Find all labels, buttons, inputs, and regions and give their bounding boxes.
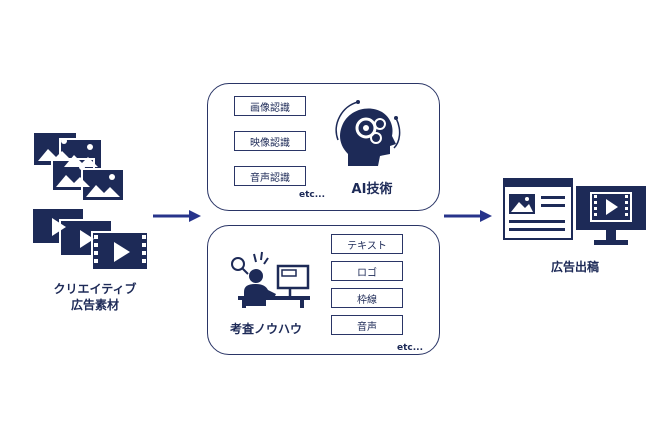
reviewer-at-desk-icon: [231, 251, 310, 308]
creative-images-icon: [34, 133, 125, 202]
knowhow-item-logo: ロゴ: [331, 261, 403, 281]
ai-item-image-recognition: 画像認識: [234, 96, 306, 116]
knowhow-item-audio: 音声: [331, 315, 403, 335]
ai-etc-text: etc...: [299, 190, 325, 200]
knowhow-panel-title: 考査ノウハウ: [229, 322, 302, 336]
knowhow-item-text: テキスト: [331, 234, 403, 254]
ai-technology-panel: 画像認識 映像認識 音声認識 etc... AI技術: [207, 83, 440, 211]
ai-item-video-recognition: 映像認識: [234, 131, 306, 151]
creative-label-line2: 広告素材: [70, 298, 119, 312]
ai-panel-title: AI技術: [351, 182, 393, 197]
arrow-right-icon: [444, 210, 492, 222]
monitor-video-icon: [576, 186, 646, 245]
ai-brain-head-icon: [335, 100, 401, 166]
review-knowhow-panel: テキスト ロゴ 枠線 音声 考査ノウハウ etc...: [207, 225, 440, 355]
knowhow-etc-text: etc...: [397, 343, 423, 353]
creative-videos-icon: [31, 207, 149, 271]
knowhow-item-border: 枠線: [331, 288, 403, 308]
creative-label-line1: クリエイティブ: [53, 282, 137, 296]
document-ad-icon: [503, 178, 573, 240]
ad-placement-label: 広告出稿: [550, 260, 599, 274]
creative-label: クリエイティブ 広告素材: [40, 281, 150, 313]
arrow-right-icon: [153, 210, 201, 222]
ai-item-audio-recognition: 音声認識: [234, 166, 306, 186]
